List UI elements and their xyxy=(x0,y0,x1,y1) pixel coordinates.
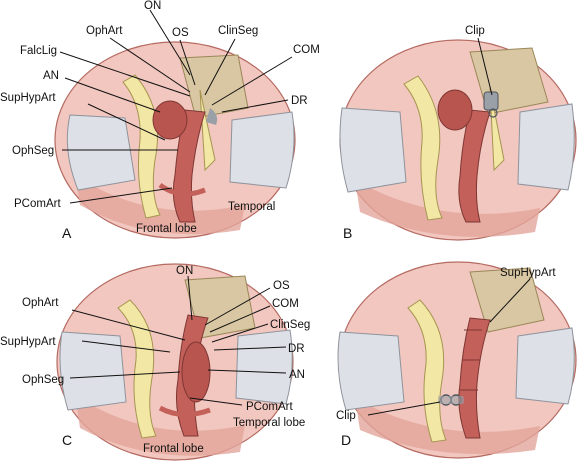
leader-clinseg xyxy=(204,38,236,96)
panel-d: SupHypArt Clip D xyxy=(336,261,577,459)
panel-letter-c: C xyxy=(62,432,72,448)
leader-falclig xyxy=(59,51,191,97)
leader-suphypart-c xyxy=(81,340,171,353)
panel-b: Clip B xyxy=(339,25,577,241)
leader-clip-b xyxy=(477,37,493,96)
label-dr: DR xyxy=(291,95,308,107)
label-os-c: OS xyxy=(273,280,290,292)
leader-clip-d xyxy=(367,401,441,416)
label-os: OS xyxy=(172,27,189,39)
label-an: AN xyxy=(43,70,59,82)
label-clip-d: Clip xyxy=(336,410,356,422)
label-com: COM xyxy=(293,44,320,56)
label-temporal: Temporal xyxy=(228,201,275,213)
label-dr-c: DR xyxy=(288,343,305,355)
leader-suphypart xyxy=(87,103,166,141)
label-suphypart-c: SupHypArt xyxy=(0,336,56,348)
label-ophseg: OphSeg xyxy=(12,145,54,157)
leader-clinseg-c xyxy=(211,323,269,343)
panel-letter-b: B xyxy=(343,225,352,241)
leader-ophart xyxy=(109,37,191,93)
leader-ophart-c xyxy=(71,309,186,341)
label-suphypart: SupHypArt xyxy=(0,92,56,104)
leader-com-c xyxy=(209,305,271,333)
panel-letter-d: D xyxy=(341,432,351,448)
panel-letter-a: A xyxy=(62,225,72,241)
label-clinseg-c: ClinSeg xyxy=(270,319,310,331)
label-ophart: OphArt xyxy=(86,25,123,37)
label-falclig: FalcLig xyxy=(20,45,57,57)
label-suphypart-d: SupHypArt xyxy=(500,267,556,279)
label-pcomart-c: PComArt xyxy=(246,401,293,413)
leader-an xyxy=(64,77,161,113)
panel-b-illustration xyxy=(339,39,577,241)
leader-on-c xyxy=(187,275,193,321)
label-an-c: AN xyxy=(289,369,305,381)
leader-os xyxy=(179,39,196,86)
label-clip-b: Clip xyxy=(465,25,485,37)
label-temporal-lobe-c: Temporal lobe xyxy=(233,417,305,429)
leader-com xyxy=(211,56,293,106)
leader-an-c xyxy=(207,369,287,374)
label-com-c: COM xyxy=(272,298,299,310)
label-on-c: ON xyxy=(176,265,193,277)
label-on: ON xyxy=(144,0,161,12)
leader-on xyxy=(149,9,191,76)
panel-c: ON OS COM OphArt ClinSeg SupHypArt DR Op… xyxy=(0,263,310,461)
label-frontal-lobe: Frontal lobe xyxy=(136,223,197,235)
leader-pcomart xyxy=(69,187,173,204)
panel-a: ON OphArt OS ClinSeg FalcLig COM AN DR S… xyxy=(0,0,320,241)
label-ophseg-c: OphSeg xyxy=(22,374,64,386)
label-pcomart: PComArt xyxy=(14,198,61,210)
label-frontal-lobe-c: Frontal lobe xyxy=(143,443,204,455)
leader-suphypart-d xyxy=(489,278,531,323)
panel-c-illustration xyxy=(56,263,294,461)
leader-dr xyxy=(221,99,289,113)
leader-ophseg-c xyxy=(69,371,181,379)
leader-pcomart-c xyxy=(189,397,243,406)
leader-dr-c xyxy=(213,346,287,351)
label-clinseg: ClinSeg xyxy=(218,25,258,37)
label-ophart-c: OphArt xyxy=(22,297,59,309)
leader-os-c xyxy=(204,287,271,326)
panel-d-illustration xyxy=(337,261,577,459)
